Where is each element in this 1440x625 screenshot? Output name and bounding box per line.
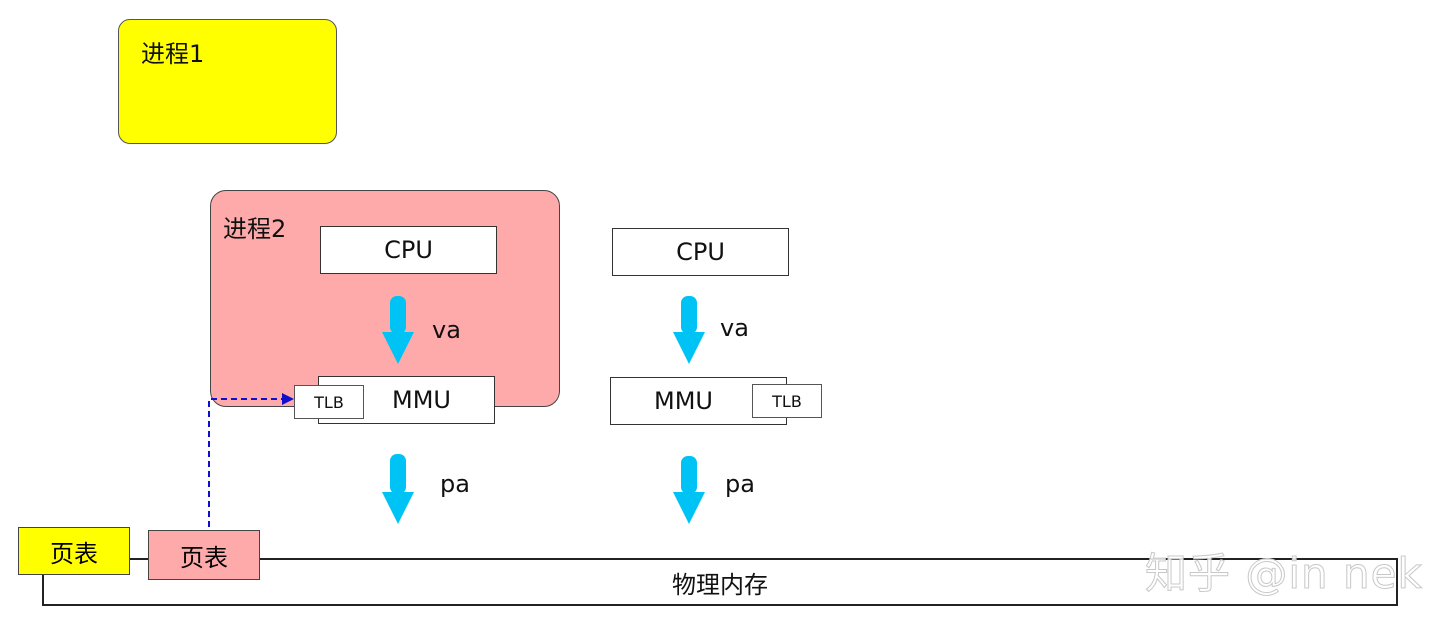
page-table-process1: 页表 — [18, 527, 130, 575]
page-table-process1-label: 页表 — [50, 539, 98, 568]
down-arrow-icon — [673, 296, 705, 364]
left-mmu-label: MMU — [392, 386, 451, 414]
right-cpu-label: CPU — [676, 238, 725, 266]
dashed-arrow-icon — [208, 393, 294, 527]
down-arrow-icon — [382, 454, 414, 524]
process1-box: 进程1 — [118, 19, 337, 144]
physical-memory-label: 物理内存 — [672, 570, 768, 599]
left-va-label: va — [432, 316, 461, 344]
left-mmu-box: MMU — [318, 376, 495, 424]
left-cpu-label: CPU — [384, 236, 433, 264]
right-tlb-label: TLB — [772, 391, 802, 411]
right-mmu-label: MMU — [654, 387, 713, 415]
down-arrow-icon — [673, 456, 705, 524]
page-table-process2-label: 页表 — [180, 543, 228, 572]
down-arrow-icon — [382, 296, 414, 364]
left-tlb-box: TLB — [294, 385, 364, 419]
left-cpu-box: CPU — [320, 226, 497, 274]
left-pa-label: pa — [440, 470, 470, 498]
physical-memory: 物理内存 — [42, 558, 1398, 606]
process1-label: 进程1 — [141, 40, 205, 68]
page-table-process2: 页表 — [148, 530, 260, 580]
left-tlb-label: TLB — [314, 392, 344, 412]
right-va-label: va — [720, 314, 749, 342]
right-pa-label: pa — [725, 470, 755, 498]
watermark: 知乎 @in nek — [1145, 549, 1423, 599]
right-cpu-box: CPU — [612, 228, 789, 276]
right-tlb-box: TLB — [752, 384, 822, 418]
process2-label: 进程2 — [223, 215, 287, 243]
